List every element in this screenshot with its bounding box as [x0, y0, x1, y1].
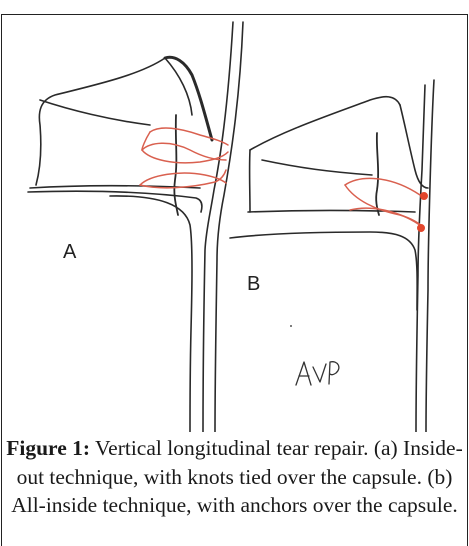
panel-a-drawing — [28, 22, 243, 432]
signature-mark — [296, 362, 339, 385]
panel-b-anchor-upper — [421, 193, 427, 199]
panel-a-tear-line — [174, 115, 178, 215]
panel-b-suture-loops — [345, 178, 424, 228]
panel-a-capsule-outer — [203, 22, 233, 432]
panel-b-capsule-outer — [416, 85, 425, 432]
panel-a-tibia-curve — [110, 196, 192, 432]
panel-a-meniscus-outline — [36, 58, 165, 185]
panel-b-anchor-lower — [418, 225, 424, 231]
panel-a-suture-loops — [140, 128, 228, 188]
panel-b-drawing — [230, 80, 434, 432]
panel-b-base-lower — [230, 232, 417, 310]
panel-b-label: B — [247, 273, 260, 295]
figure-illustration: A B — [0, 0, 469, 432]
panel-b-meniscus-inner — [262, 160, 372, 175]
panel-a-meniscus-top-edge — [40, 100, 150, 125]
figure-label: Figure 1: — [6, 436, 90, 460]
panel-b-tear-line — [376, 133, 379, 215]
panel-b-capsule-inner — [426, 80, 434, 432]
stray-mark — [290, 325, 292, 327]
figure-caption: Figure 1: Vertical longitudinal tear rep… — [6, 434, 463, 520]
panel-a-label: A — [63, 241, 77, 263]
